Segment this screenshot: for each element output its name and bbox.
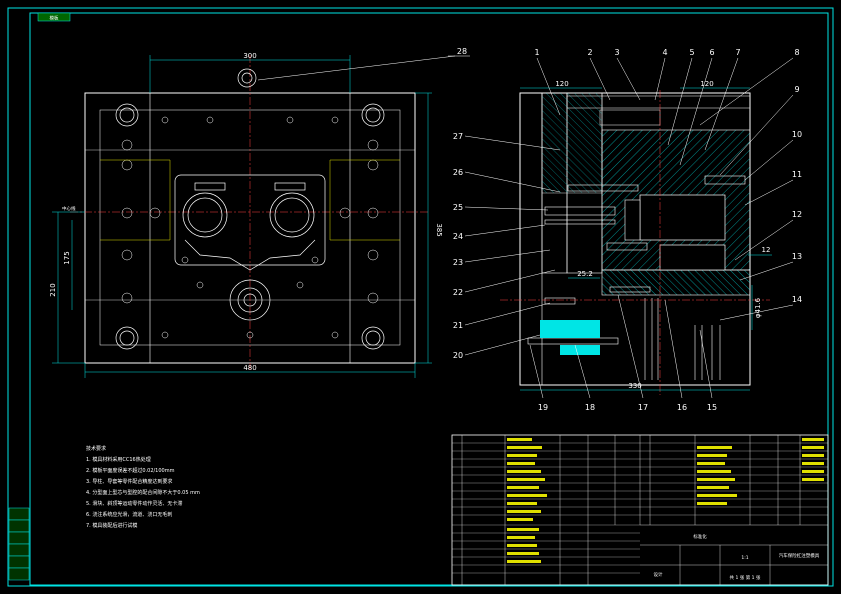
dim-left-top: 中心线 [62, 205, 76, 212]
callout-14: 14 [792, 295, 802, 304]
callout-2: 2 [587, 48, 592, 57]
callout-9: 9 [794, 85, 799, 94]
callout-7: 7 [735, 48, 740, 57]
title-block-scale: 1:1 [741, 555, 748, 561]
parts-list [451, 434, 829, 586]
callout-22: 22 [453, 288, 463, 297]
dim-mid: 25.2 [577, 270, 593, 278]
callout-11: 11 [792, 170, 802, 179]
parts-list-rows [452, 442, 828, 574]
technical-notes: 技术要求 1. 模具材料采用CC16热处理 2. 模板平面度误差不超过0.02/… [86, 445, 200, 529]
title-block-designer: 设计 [654, 571, 663, 578]
dim-bottom-width: 480 [243, 364, 256, 372]
dim-left-inner: 175 [63, 251, 71, 264]
callout-13: 13 [792, 252, 802, 261]
callout-20: 20 [453, 351, 463, 360]
title-block-drawing-title: 汽车保险杠注塑模具 [779, 552, 820, 559]
dim-right-b: φ41.6 [754, 297, 762, 318]
parts-list-entries [507, 438, 824, 563]
note-item: 7. 模具装配后进行试模 [86, 522, 137, 529]
binding-margin [8, 507, 30, 581]
section-view: 120 120 330 25.2 12 φ41.6 [500, 80, 772, 395]
note-item: 2. 模板平面度误差不超过0.02/100mm [86, 467, 175, 474]
callout-17: 17 [638, 403, 648, 412]
callout-28: 28 [457, 47, 467, 56]
callout-23: 23 [453, 258, 463, 267]
dim-top-width: 300 [243, 52, 256, 60]
callout-8: 8 [794, 48, 799, 57]
callout-leaders [464, 57, 794, 399]
note-item: 6. 浇注系统应光滑，流道、浇口无毛刺 [86, 511, 172, 518]
sheet-tag-box [37, 12, 71, 22]
sheet-tag: 模板 [50, 15, 59, 22]
dim-bottom: 330 [628, 382, 641, 390]
note-item: 3. 导柱、导套等零件配合精度达到要求 [86, 478, 172, 485]
dim-top-left: 120 [555, 80, 568, 88]
front-view: 300 480 385 210 175 中心线 [49, 52, 470, 378]
callout-21: 21 [453, 321, 463, 330]
callout-15: 15 [707, 403, 717, 412]
callout-19: 19 [538, 403, 548, 412]
callout-1: 1 [534, 48, 539, 57]
note-item: 5. 滑块、斜顶等运动零件动作灵活、无卡滞 [86, 500, 182, 507]
title-block-school: 标准化 [693, 533, 707, 540]
callout-27: 27 [453, 132, 463, 141]
callout-16: 16 [677, 403, 687, 412]
callout-24: 24 [453, 232, 463, 241]
title-block-sheet: 共 1 张 第 1 张 [730, 574, 761, 581]
callout-6: 6 [709, 48, 714, 57]
dim-top-right: 120 [700, 80, 713, 88]
dim-right-height: 385 [435, 223, 443, 236]
note-item: 1. 模具材料采用CC16热处理 [86, 456, 151, 463]
callout-numbers: 1 2 3 4 5 6 7 8 9 10 11 12 13 14 15 16 1… [453, 47, 802, 412]
inner-border [29, 12, 829, 586]
callout-26: 26 [453, 168, 463, 177]
callout-5: 5 [689, 48, 694, 57]
callout-4: 4 [662, 48, 667, 57]
callout-3: 3 [614, 48, 619, 57]
callout-18: 18 [585, 403, 595, 412]
notes-title: 技术要求 [86, 445, 106, 452]
note-item: 4. 分型面上型芯与型腔的配合间隙不大于0.05 mm [86, 489, 200, 496]
dim-right-a: 12 [762, 246, 771, 254]
callout-10: 10 [792, 130, 802, 139]
dim-left-height: 210 [49, 283, 57, 296]
callout-25: 25 [453, 203, 463, 212]
outer-border [7, 7, 834, 587]
callout-12: 12 [792, 210, 802, 219]
